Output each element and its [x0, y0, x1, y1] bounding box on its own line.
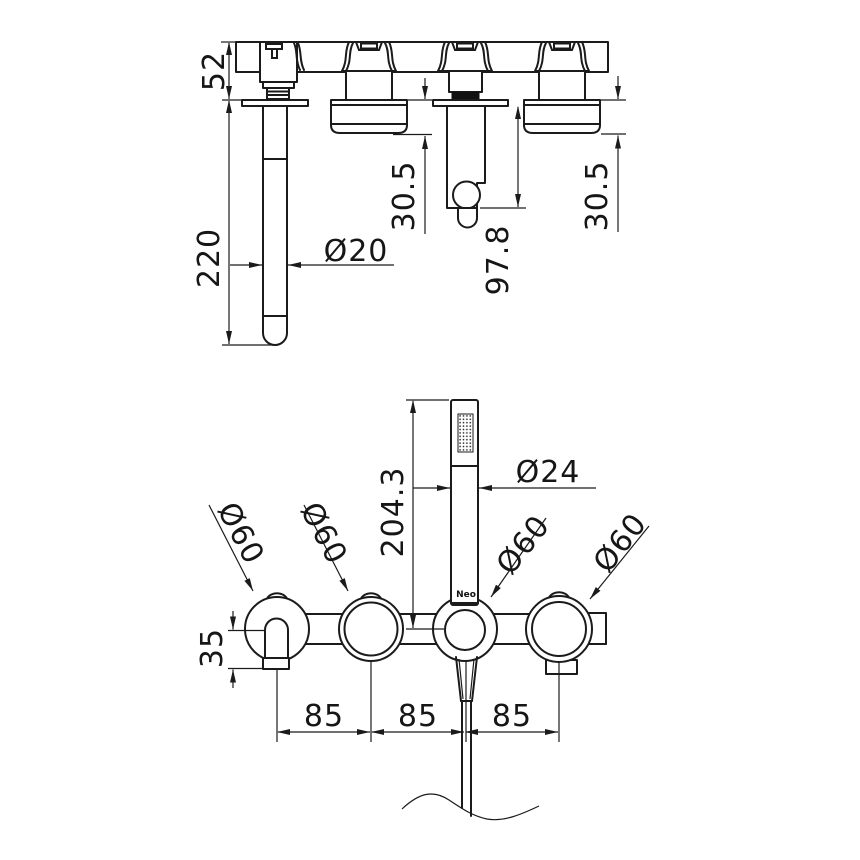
handshower-outlet-side — [432, 41, 509, 229]
dim-body-height: 52 — [197, 41, 242, 101]
spout-front — [264, 617, 289, 659]
dim-spout-length: 220 — [192, 100, 272, 346]
hose-ball-joint — [452, 180, 481, 210]
outlet-neck — [448, 70, 483, 93]
handle-left-front — [343, 601, 399, 657]
outlet-body — [446, 105, 486, 209]
top-view: 52 220 Ø20 30.5 97.8 — [192, 41, 626, 346]
dim-85-middle-label: 85 — [398, 699, 438, 734]
dim-305-left-label: 30.5 — [387, 161, 422, 232]
dim-d60-2-label: Ø60 — [293, 497, 354, 571]
dim-85-left-label: 85 — [304, 699, 344, 734]
dim-d60-3-label: Ø60 — [490, 509, 557, 582]
hose-nipple — [457, 207, 478, 229]
rosette-bump-4 — [548, 591, 570, 599]
handshower: Neo — [450, 399, 479, 606]
dim-rosette-diameters: Ø60 Ø60 Ø60 Ø60 — [208, 497, 654, 600]
dim-978-label: 97.8 — [481, 225, 516, 296]
handshower-spray-face — [457, 413, 474, 453]
dim-35-label: 35 — [195, 628, 230, 668]
front-view: Neo 204.3 Ø24 Ø60 — [195, 399, 654, 821]
rosette-handle-left — [338, 596, 404, 662]
handle-right-front — [531, 601, 587, 657]
dim-220-label: 220 — [192, 228, 227, 288]
break-line — [401, 793, 540, 821]
dim-d24-label: Ø24 — [516, 455, 581, 490]
rosette-bump-1 — [266, 592, 288, 600]
dim-d60-1-label: Ø60 — [210, 497, 271, 571]
holder-ring — [444, 609, 486, 651]
dim-305-right-label: 30.5 — [580, 161, 615, 232]
dim-d20-label: Ø20 — [324, 234, 389, 269]
spout-body-side — [241, 41, 309, 346]
rosette-bump-2 — [360, 592, 382, 600]
dim-handshower-diameter: Ø24 — [413, 455, 596, 491]
dim-2043-label: 204.3 — [376, 467, 411, 558]
spout-aerator-threads — [266, 87, 290, 100]
brand-mark: Neo — [456, 590, 476, 600]
dim-handle-projection-right: 30.5 — [580, 76, 626, 232]
dim-spacing-chain: 85 85 85 — [277, 699, 558, 735]
handle-left-side — [330, 41, 408, 134]
dim-d60-4-label: Ø60 — [587, 507, 654, 580]
outlet-seal — [451, 91, 480, 101]
dim-handle-projection-left: 30.5 — [387, 78, 432, 234]
spout-tube-side — [262, 105, 288, 346]
handle-right-side — [523, 41, 601, 134]
dim-spout-drop: 35 — [195, 611, 266, 688]
dim-outlet-projection: 97.8 — [480, 106, 526, 296]
handle-top-notch — [355, 41, 383, 51]
dim-spout-diameter: Ø20 — [230, 234, 394, 269]
dim-handshower-length: 204.3 — [376, 399, 449, 630]
shower-hose — [455, 656, 478, 817]
spout-front-base — [262, 657, 290, 670]
dim-85-right-label: 85 — [492, 699, 532, 734]
handle-neck — [345, 70, 393, 101]
dim-52-label: 52 — [197, 51, 232, 91]
rosette-handle-right — [525, 595, 593, 663]
